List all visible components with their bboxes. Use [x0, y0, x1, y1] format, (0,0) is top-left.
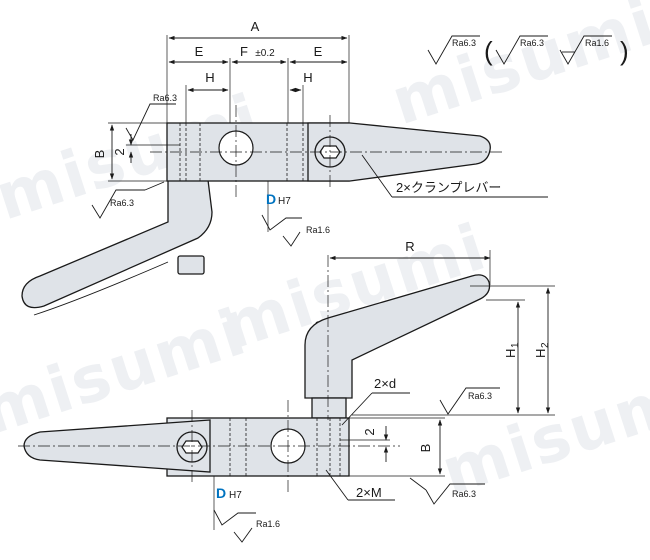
lower-left-lever — [21, 179, 213, 316]
legend-paren-open: ( — [484, 36, 493, 66]
dim-2-bottom: 2 — [362, 428, 377, 435]
ra-top-1: Ra6.3 — [153, 93, 177, 103]
dim-E-right: E — [314, 44, 323, 59]
svg-text:misumi: misumi — [433, 355, 650, 510]
dim-F-tolerance: ±0.2 — [255, 48, 275, 59]
ra-top-2: Ra6.3 — [110, 198, 134, 208]
bolt-hole-callout: 2×d — [374, 376, 396, 391]
dim-H1-sub: 1 — [510, 342, 521, 348]
bottom-left-lever — [23, 419, 211, 473]
dim-H7-bottom: H7 — [229, 490, 242, 501]
top-roughness: Ra6.3 Ra6.3 Ra1.6 2×クランプレバー — [91, 93, 548, 247]
dim-H-left: H — [205, 70, 214, 85]
legend-ra63-2: Ra6.3 — [520, 38, 544, 48]
ra-top-3: Ra1.6 — [306, 225, 330, 235]
dim-E-left: E — [195, 44, 204, 59]
ra-bottom-1: Ra6.3 — [468, 391, 492, 401]
bottom-dimensions: R H 1 H 2 2 B 2×d 2×M D — [213, 239, 555, 530]
dim-D-bottom: D — [216, 485, 226, 501]
legend-ra63-1: Ra6.3 — [452, 38, 476, 48]
legend-ra16: Ra1.6 — [585, 38, 609, 48]
dim-F: F — [240, 44, 248, 59]
dim-2-top: 2 — [112, 148, 127, 155]
ra-bottom-2: Ra6.3 — [452, 489, 476, 499]
clamp-lever-callout: 2×クランプレバー — [396, 180, 501, 195]
bottom-roughness: Ra6.3 Ra6.3 Ra1.6 — [213, 387, 500, 543]
dim-B-bottom: B — [418, 444, 433, 453]
dim-H2-sub: 2 — [540, 342, 551, 348]
dim-R: R — [405, 239, 414, 254]
ra-bottom-3: Ra1.6 — [256, 519, 280, 529]
dim-H2: H — [533, 349, 548, 358]
svg-text:misumi: misumi — [383, 0, 650, 140]
top-view — [21, 105, 505, 316]
legend-paren-close: ) — [620, 36, 629, 66]
roughness-legend: Ra6.3 ( Ra6.3 Ra1.6 ) — [427, 35, 629, 66]
dim-H1: H — [503, 349, 518, 358]
top-dimensions: A E F ±0.2 E H H B 2 D H7 — [92, 19, 350, 232]
dim-D-top: D — [266, 191, 276, 207]
thread-callout: 2×M — [356, 485, 382, 500]
dim-A: A — [251, 19, 260, 34]
dim-H-right: H — [303, 70, 312, 85]
dim-H7-top: H7 — [278, 196, 291, 207]
bottom-view — [18, 255, 491, 495]
dim-B-top: B — [92, 150, 107, 159]
